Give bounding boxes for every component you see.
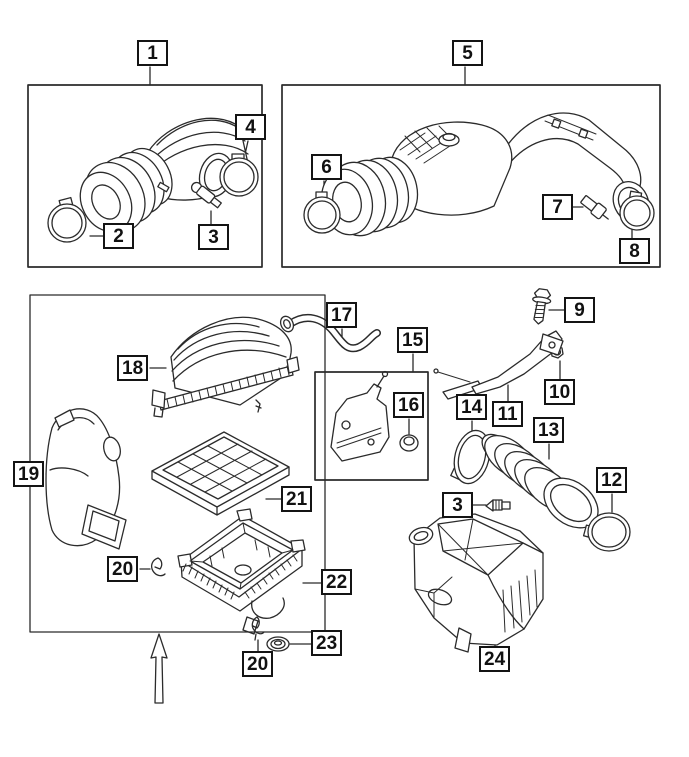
callout-box-19[interactable]: 19 (13, 461, 45, 487)
callout-box-2[interactable]: 2 (103, 223, 134, 249)
part-sensor-3 (157, 181, 222, 209)
part-clamp-12 (582, 512, 631, 552)
callout-box-18[interactable]: 18 (117, 355, 149, 381)
part-clamp-2 (47, 196, 87, 243)
part-air-cleaner-housing-22 (177, 508, 306, 635)
callout-box-9[interactable]: 9 (564, 297, 595, 323)
part-air-cleaner-cover-18 (151, 316, 300, 418)
part-breather-tube-17 (279, 313, 381, 353)
callout-box-7[interactable]: 7 (542, 194, 573, 220)
part-grommet-16 (399, 434, 419, 452)
callout-box-8[interactable]: 8 (619, 238, 650, 264)
callout-box-14[interactable]: 14 (456, 394, 488, 420)
part-clip-20a (151, 557, 166, 577)
part-sensor-7 (580, 195, 609, 220)
group-box-5 (281, 84, 661, 268)
callout-box-22[interactable]: 22 (321, 569, 353, 595)
part-clamp-8 (619, 190, 655, 231)
callout-box-4[interactable]: 4 (235, 114, 266, 140)
part-bracket-16 (330, 370, 390, 462)
callout-box-5[interactable]: 5 (452, 40, 483, 66)
part-resonator-duct (320, 112, 650, 237)
group-box-1 (27, 84, 263, 268)
part-intake-bellows-13 (481, 433, 599, 529)
callout-box-12[interactable]: 12 (596, 467, 628, 493)
callout-box-24[interactable]: 24 (479, 646, 511, 672)
callout-box-20b[interactable]: 20 (242, 651, 274, 677)
callout-box-15[interactable]: 15 (397, 327, 429, 353)
part-inlet-duct-19 (45, 408, 127, 550)
group-box-15 (314, 371, 429, 481)
part-sensor-3-lower (485, 499, 511, 512)
part-bracket-11 (433, 330, 564, 400)
callout-box-23[interactable]: 23 (311, 630, 343, 656)
part-bolt-9 (532, 288, 552, 325)
callout-box-6[interactable]: 6 (311, 154, 342, 180)
callout-box-16[interactable]: 16 (393, 392, 425, 418)
callout-box-10[interactable]: 10 (544, 379, 576, 405)
callout-box-11[interactable]: 11 (492, 401, 523, 427)
highlight-arrow (150, 633, 168, 704)
callout-box-20a[interactable]: 20 (107, 556, 139, 582)
part-clip-20b (251, 616, 265, 641)
part-clamp-6 (303, 191, 341, 234)
part-clamp-14 (450, 429, 491, 485)
callout-box-21[interactable]: 21 (281, 486, 313, 512)
callout-box-13[interactable]: 13 (533, 417, 565, 443)
callout-box-3-lower[interactable]: 3 (442, 492, 473, 518)
part-grommet-23 (266, 636, 290, 652)
callout-box-3-top[interactable]: 3 (198, 224, 229, 250)
part-air-cleaner-body-24 (408, 513, 544, 653)
callout-box-1[interactable]: 1 (137, 40, 168, 66)
callout-box-17[interactable]: 17 (326, 302, 358, 328)
part-clamp-4 (219, 153, 259, 197)
part-air-filter-21 (151, 431, 290, 516)
